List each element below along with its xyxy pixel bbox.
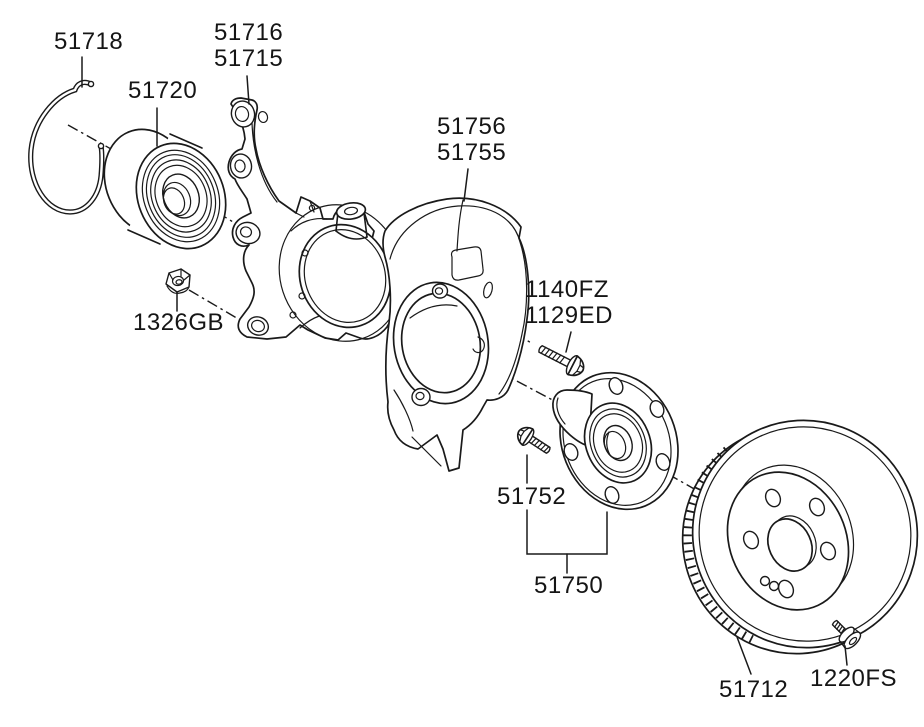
hub-drawing <box>552 371 679 511</box>
label-brake-disc: 51712 <box>719 676 789 703</box>
label-knuckle: 51716 51715 <box>214 20 283 72</box>
label-disc-screw: 1220FS <box>810 665 898 692</box>
cover-bolt-drawing <box>538 345 585 377</box>
label-cover-bolt: 1140FZ 1129ED <box>525 277 613 329</box>
label-cover-bolt-line1: 1140FZ <box>525 276 609 303</box>
bearing-drawing <box>103 128 227 250</box>
label-cover-bolt-line2: 1129ED <box>525 302 613 329</box>
label-dust-cover-line2: 51755 <box>437 139 507 166</box>
brake-disc-drawing <box>681 419 919 655</box>
label-snap-ring: 51718 <box>54 28 124 55</box>
snap-ring-drawing <box>28 79 105 215</box>
leader-lines <box>81 56 848 675</box>
label-hub-assembly: 51750 <box>534 572 604 599</box>
label-dust-cover: 51756 51755 <box>437 114 506 166</box>
label-lock-nut: 1326GB <box>133 309 225 336</box>
label-dust-cover-line1: 51756 <box>437 113 507 140</box>
label-knuckle-line1: 51716 <box>214 19 284 46</box>
knuckle-drawing <box>227 97 404 342</box>
label-hub-bolt: 51752 <box>497 483 567 510</box>
label-bearing: 51720 <box>128 77 198 104</box>
dust-cover-drawing <box>382 197 530 472</box>
lock-nut-drawing <box>165 268 191 294</box>
hub-bolt-drawing <box>516 426 551 454</box>
label-knuckle-line2: 51715 <box>214 45 284 72</box>
